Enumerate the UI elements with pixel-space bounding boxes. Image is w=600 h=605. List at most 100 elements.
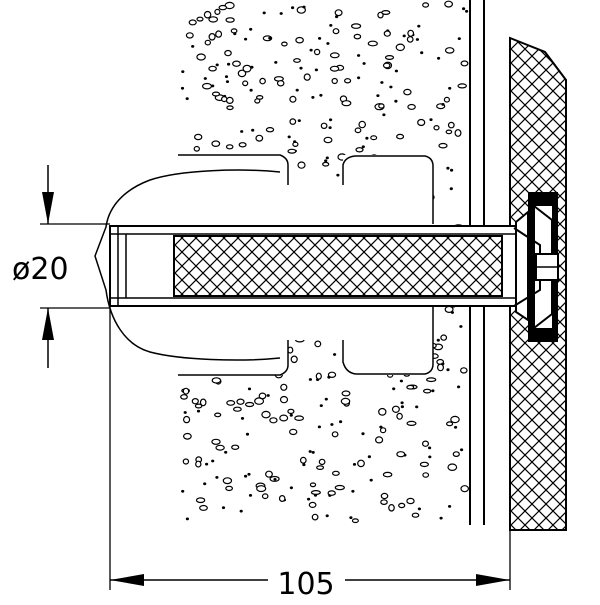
aggregate-dot xyxy=(230,28,238,34)
aggregate-dot xyxy=(422,2,430,8)
aggregate-dot xyxy=(376,94,380,98)
aggregate-dot xyxy=(225,96,234,105)
aggregate-dot xyxy=(443,96,450,103)
aggregate-dot xyxy=(452,451,460,458)
aggregate-dot xyxy=(419,461,429,468)
aggregate-dot xyxy=(444,47,455,54)
aggregate-dot xyxy=(193,145,200,152)
aggregate-dot xyxy=(341,390,351,397)
aggregate-dot xyxy=(208,16,219,23)
aggregate-dot xyxy=(295,88,299,92)
aggregate-dot xyxy=(318,458,326,466)
aggregate-dot xyxy=(233,32,237,36)
aggregate-dot xyxy=(215,63,219,67)
aggregate-dot xyxy=(391,405,400,413)
aggregate-dot xyxy=(422,440,430,447)
aggregate-dot xyxy=(361,432,365,436)
aggregate-dot xyxy=(331,431,339,438)
aggregate-dot xyxy=(334,484,345,491)
length-label: 105 xyxy=(277,567,334,600)
aggregate-dot xyxy=(314,340,322,348)
aggregate-dot xyxy=(406,384,415,390)
aggregate-dot xyxy=(262,11,266,15)
aggregate-dot xyxy=(244,37,248,41)
aggregate-dot xyxy=(287,135,291,139)
aggregate-dot xyxy=(242,80,249,87)
aggregate-dot xyxy=(224,49,232,57)
aggregate-dot xyxy=(437,56,441,60)
aggregate-dot xyxy=(299,66,303,70)
aggregate-dot xyxy=(269,417,278,424)
aggregate-dot xyxy=(460,485,470,493)
aggregate-dot xyxy=(460,60,469,67)
aggregate-dot xyxy=(465,9,469,13)
aggregate-dot xyxy=(205,462,209,466)
aggregate-dot xyxy=(406,36,414,43)
aggregate-dot xyxy=(215,444,225,451)
aggregate-dot xyxy=(310,490,321,496)
aggregate-dot xyxy=(279,414,289,422)
aggregate-dot xyxy=(268,36,272,40)
aggregate-dot xyxy=(214,412,222,418)
aggregate-dot xyxy=(329,52,340,59)
aggregate-dot xyxy=(248,493,253,497)
aggregate-dot xyxy=(289,428,298,436)
aggregate-dot xyxy=(259,77,266,85)
aggregate-dot xyxy=(352,462,357,466)
aggregate-dot xyxy=(289,95,297,103)
aggregate-dot xyxy=(381,10,391,16)
aggregate-dot xyxy=(224,75,229,79)
aggregate-dot xyxy=(265,470,273,478)
aggregate-dot xyxy=(293,140,297,144)
aggregate-dot xyxy=(226,400,236,406)
aggregate-dot xyxy=(415,38,420,41)
aggregate-dot xyxy=(215,30,223,38)
aggregate-dot xyxy=(378,407,387,416)
aggregate-dot xyxy=(407,29,415,37)
aggregate-dot xyxy=(182,432,192,440)
aggregate-dot xyxy=(358,120,367,129)
aggregate-dot xyxy=(369,478,373,482)
aggregate-dot xyxy=(396,451,406,458)
aggregate-dot xyxy=(226,105,234,111)
aggregate-dot xyxy=(436,338,440,342)
aggregate-dot xyxy=(407,103,416,110)
aggregate-dot xyxy=(428,446,432,450)
aggregate-dot xyxy=(231,444,240,450)
aggregate-dot xyxy=(437,363,445,372)
aggregate-dot xyxy=(331,77,338,85)
aggregate-dot xyxy=(245,432,250,436)
aggregate-dot xyxy=(355,147,364,153)
aggregate-dot xyxy=(357,459,365,468)
aggregate-dot xyxy=(281,41,288,47)
aggregate-dot xyxy=(351,23,362,29)
aggregate-dot xyxy=(367,455,372,459)
aggregate-dot xyxy=(203,77,207,80)
aggregate-dot xyxy=(225,485,234,492)
aggregate-dot xyxy=(365,136,369,140)
aggregate-dot xyxy=(438,142,448,149)
aggregate-dot xyxy=(289,413,293,417)
aggregate-dot xyxy=(349,516,353,520)
aggregate-dot xyxy=(428,455,432,459)
aggregate-dot xyxy=(225,17,235,23)
aggregate-dot xyxy=(445,129,453,135)
aggregate-dot xyxy=(313,493,318,497)
aggregate-dot xyxy=(326,42,330,45)
aggregate-dot xyxy=(367,40,378,47)
aggregate-dot xyxy=(353,33,362,40)
aggregate-dot xyxy=(433,124,440,131)
aggregate-dot xyxy=(311,450,315,454)
aggregate-dot xyxy=(276,80,285,87)
aggregate-dot xyxy=(273,477,277,481)
insulation-core xyxy=(173,235,503,297)
aggregate-dot xyxy=(422,472,430,478)
aggregate-dot xyxy=(278,495,286,503)
aggregate-dot xyxy=(403,88,412,96)
aggregate-dot xyxy=(396,412,403,420)
aggregate-dot xyxy=(317,425,322,429)
aggregate-dot xyxy=(399,379,404,383)
aggregate-dot xyxy=(323,136,333,144)
aggregate-dot xyxy=(208,32,216,41)
aggregate-dot xyxy=(402,34,406,38)
